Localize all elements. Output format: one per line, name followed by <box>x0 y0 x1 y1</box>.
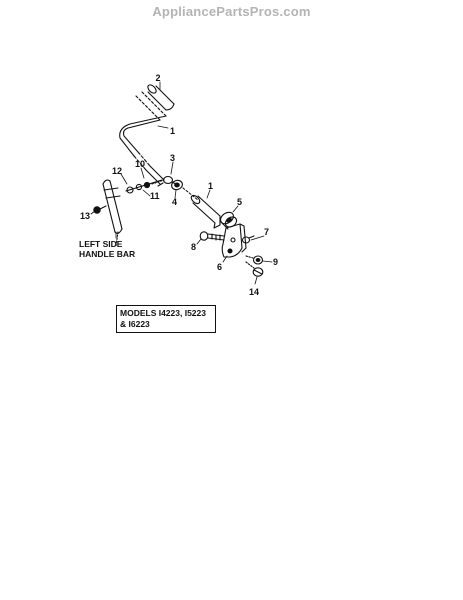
left-side-handle-bar <box>102 179 123 247</box>
callout-4: 4 <box>172 197 177 207</box>
assembly-guide-dashed <box>135 91 167 121</box>
callout-8: 8 <box>191 242 196 252</box>
callout-2: 2 <box>155 73 160 83</box>
callout-12: 12 <box>112 166 122 176</box>
callout-7: 7 <box>264 227 269 237</box>
callout-1-upper: 1 <box>170 126 175 136</box>
callout-3: 3 <box>170 153 175 163</box>
grip-sleeve-part-2 <box>147 84 175 111</box>
hardware-stack <box>125 179 165 194</box>
callout-13: 13 <box>80 211 90 221</box>
callout-9: 9 <box>273 257 278 267</box>
models-applicability-box: MODELS I4223, I5223 & I6223 <box>116 305 216 333</box>
bolt-part-8 <box>199 231 225 241</box>
nut-part-9 <box>245 255 264 265</box>
bushing-part-7 <box>241 235 255 244</box>
shift-rod-part-1-lower <box>182 187 221 229</box>
leader-lines <box>90 81 273 285</box>
handle-bar-label-line2: HANDLE BAR <box>79 249 135 259</box>
models-box-line1: MODELS I4223, I5223 <box>120 308 206 318</box>
callout-6: 6 <box>217 262 222 272</box>
models-box-line2: & I6223 <box>120 319 150 329</box>
washer-part-12 <box>126 186 134 194</box>
site-watermark: AppliancePartsPros.com <box>152 4 311 19</box>
pivot-roller-part-5 <box>220 211 238 230</box>
handle-bar-label-line1: LEFT SIDE <box>79 239 123 249</box>
bolt-part-13 <box>93 205 107 214</box>
callout-5: 5 <box>237 197 242 207</box>
washer-part-11 <box>135 183 143 191</box>
bolt-part-14 <box>245 261 264 277</box>
callout-11: 11 <box>150 191 160 201</box>
nut-part-4 <box>171 179 183 191</box>
callout-1-lower: 1 <box>208 181 213 191</box>
nut-part-10 <box>143 181 151 189</box>
callout-14: 14 <box>249 287 259 297</box>
callout-10: 10 <box>135 159 145 169</box>
